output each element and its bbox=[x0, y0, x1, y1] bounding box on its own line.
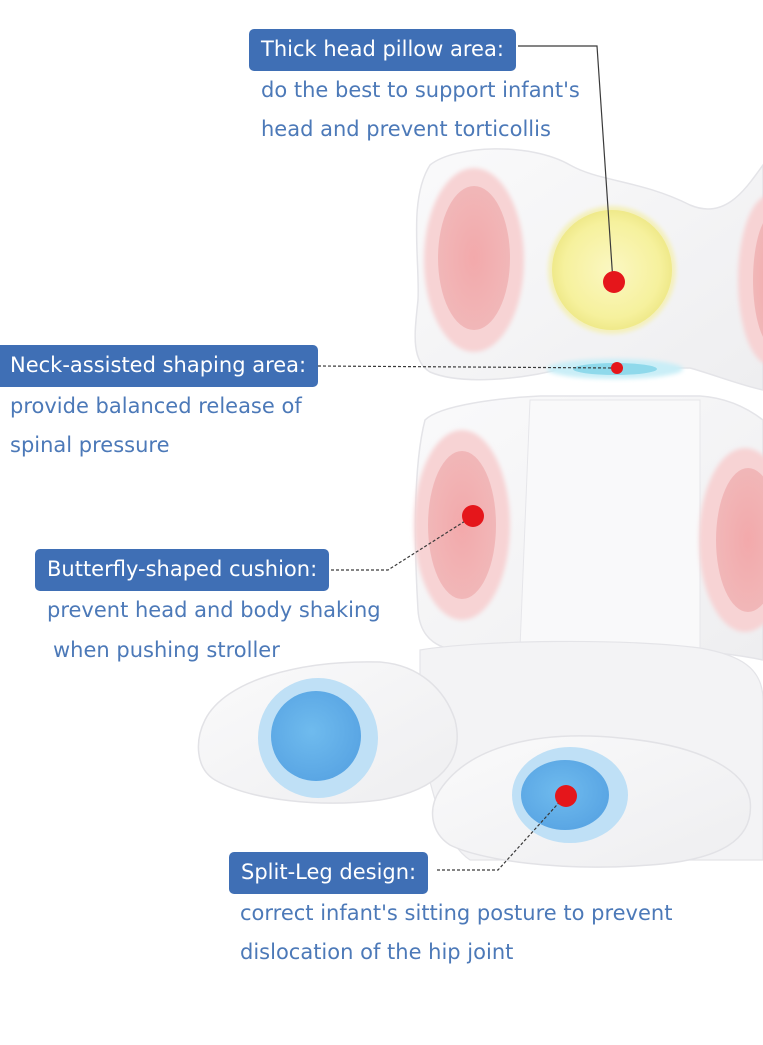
split-leg-desc-line-1: correct infant's sitting posture to prev… bbox=[240, 903, 672, 924]
head-pillow-desc-line-2: head and prevent torticollis bbox=[261, 119, 551, 140]
butterfly-cushion-desc-line-1: prevent head and body shaking bbox=[47, 600, 381, 621]
butterfly-marker bbox=[462, 505, 484, 527]
head-pillow-desc-line-1: do the best to support infant's bbox=[261, 80, 580, 101]
butterfly-cushion-label: Butterfly-shaped cushion: bbox=[35, 549, 329, 591]
leg-marker bbox=[555, 785, 577, 807]
split-leg-desc-line-2: dislocation of the hip joint bbox=[240, 942, 513, 963]
neck-area-desc-line-2: spinal pressure bbox=[10, 435, 170, 456]
head-marker bbox=[603, 271, 625, 293]
butterfly-cushion-desc-line-2: when pushing stroller bbox=[53, 640, 280, 661]
split-leg-label: Split-Leg design: bbox=[229, 852, 428, 894]
head-pillow-label: Thick head pillow area: bbox=[249, 29, 516, 71]
neck-marker bbox=[611, 362, 623, 374]
neck-area-desc-line-1: provide balanced release of bbox=[10, 396, 302, 417]
spine-channel bbox=[520, 400, 700, 648]
neck-area-label: Neck-assisted shaping area: bbox=[0, 345, 318, 387]
